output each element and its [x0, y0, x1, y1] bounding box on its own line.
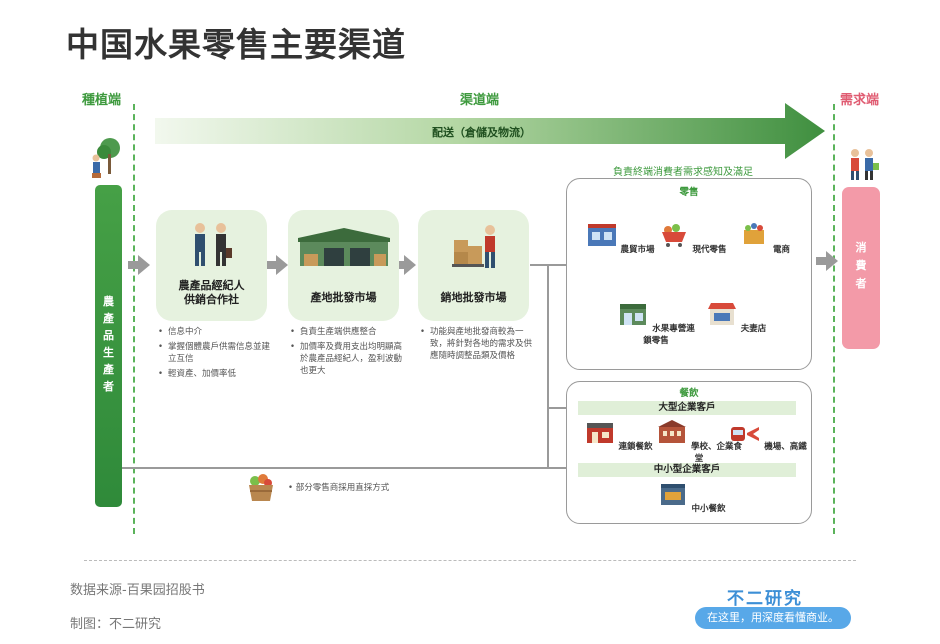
credit-note: 制图：不二研究 — [70, 617, 162, 632]
fruit-basket-icon — [249, 474, 273, 501]
ecommerce-icon — [744, 223, 764, 244]
bullet-item: 信息中介 — [158, 326, 270, 338]
brand-name: 不二研究 — [727, 589, 803, 609]
retail-item-mom-pop: 夫妻店 — [696, 301, 776, 334]
bullet-item: 掌握個體農戶供需信息並建立互信 — [158, 341, 270, 365]
producer-label: 農產品生產者 — [95, 293, 122, 395]
producer-bar: 農產品生產者 — [95, 185, 122, 507]
retail-item-ecommerce: 電商 — [724, 222, 804, 255]
zone-label-channel: 渠道端 — [460, 93, 500, 108]
wet-market-icon — [587, 224, 616, 246]
bullet-item: 功能與產地批發商較為一致，將針對各地的需求及供應隨時調整品類及價格 — [420, 326, 532, 362]
catering-item-chain-restaurant: 連鎖餐飲 — [578, 419, 658, 452]
connector-line — [547, 407, 567, 409]
delivery-worker-icon — [452, 225, 495, 268]
shoppers-icon — [851, 149, 879, 180]
footer-divider — [84, 560, 856, 561]
vertical-char: 費 — [855, 259, 867, 272]
delivery-label: 配送（倉儲及物流） — [432, 126, 531, 139]
vertical-char: 產 — [103, 312, 114, 325]
delivery-arrow — [155, 103, 825, 159]
consumer-bar: 消費者 — [842, 187, 880, 349]
zone-label-demand: 需求端 — [840, 93, 880, 108]
bullet-item: 輕資產、加價率低 — [158, 368, 270, 380]
vertical-char: 產 — [103, 363, 114, 376]
connector-line — [530, 264, 548, 266]
school-building-icon — [658, 420, 686, 443]
brand-slogan: 在这里，用深度看懂商业。 — [695, 607, 851, 629]
flow-arrow-consumer — [816, 251, 838, 271]
vertical-char: 生 — [103, 346, 114, 359]
stage-box-destination-market: 銷地批發市場 — [418, 210, 529, 321]
zone-divider-right — [833, 104, 835, 534]
restaurant-icon — [586, 423, 613, 443]
farmer-tree-icon — [92, 138, 120, 178]
warehouse-icon — [298, 228, 390, 266]
zone-divider-left — [133, 104, 135, 534]
retail-item-fruit-chain: 水果專營連鎖零售 — [614, 301, 698, 346]
connector-line — [547, 467, 567, 469]
connector-line — [547, 264, 567, 266]
broker-people-icon — [195, 223, 232, 266]
retail-box: 零售 — [566, 178, 812, 370]
flow-arrow — [128, 255, 150, 275]
retail-item-modern-retail: 現代零售 — [652, 222, 732, 255]
stage-title: 供銷合作社 — [184, 293, 239, 306]
zone-label-planting: 種植端 — [82, 93, 122, 108]
bullet-item: 加價率及費用支出均明顯高於農產品經紀人，盈利波動也更大 — [290, 341, 402, 377]
small-restaurant-icon — [660, 484, 685, 505]
small-enterprise-heading: 中小型企業客戶 — [578, 463, 796, 477]
large-enterprise-heading: 大型企業客戶 — [578, 401, 796, 415]
vertical-char: 農 — [103, 295, 114, 308]
stage-bullets-destination: 功能與產地批發商較為一致，將針對各地的需求及供應隨時調整品類及價格 — [420, 326, 532, 365]
fruit-store-icon — [620, 304, 647, 325]
retail-title: 零售 — [679, 187, 699, 198]
page-title: 中国水果零售主要渠道 — [66, 25, 406, 64]
stage-bullets-broker: 信息中介 掌握個體農戶供需信息並建立互信 輕資產、加價率低 — [158, 326, 270, 383]
mom-pop-store-icon — [707, 303, 736, 325]
catering-item-airport: 機場、高鐵 — [728, 419, 808, 452]
catering-item-canteen: 學校、企業食堂 — [652, 419, 746, 464]
stage-box-broker: 農產品經紀人 供銷合作社 — [156, 210, 267, 321]
flow-arrow — [394, 255, 416, 275]
vertical-char: 者 — [103, 380, 114, 393]
train-plane-icon — [731, 427, 760, 441]
source-note: 数据来源-百果园招股书 — [70, 583, 205, 598]
bullet-item: 負責生產端供應整合 — [290, 326, 402, 338]
shopping-cart-icon — [661, 224, 686, 247]
stage-title: 產地批發市場 — [310, 291, 377, 304]
connector-line — [547, 264, 549, 468]
vertical-char: 者 — [855, 277, 867, 290]
stage-title: 銷地批發市場 — [440, 291, 507, 304]
vertical-char: 品 — [103, 329, 114, 342]
direct-sourcing-line — [122, 467, 547, 469]
retail-item-wet-market: 農貿市場 — [580, 222, 660, 255]
catering-title: 餐飲 — [679, 388, 699, 399]
catering-item-small-restaurant: 中小餐飲 — [651, 481, 731, 514]
vertical-char: 消 — [855, 241, 867, 254]
stage-box-origin-market: 產地批發市場 — [288, 210, 399, 321]
stage-title: 農產品經紀人 — [178, 279, 245, 292]
direct-sourcing-note: • 部分零售商採用直採方式 — [288, 483, 390, 493]
consumer-label: 消費者 — [842, 239, 880, 293]
flow-arrow — [266, 255, 288, 275]
awareness-label: 負責終端消費者需求感知及滿足 — [613, 167, 753, 178]
stage-bullets-origin: 負責生產端供應整合 加價率及費用支出均明顯高於農產品經紀人，盈利波動也更大 — [290, 326, 402, 380]
